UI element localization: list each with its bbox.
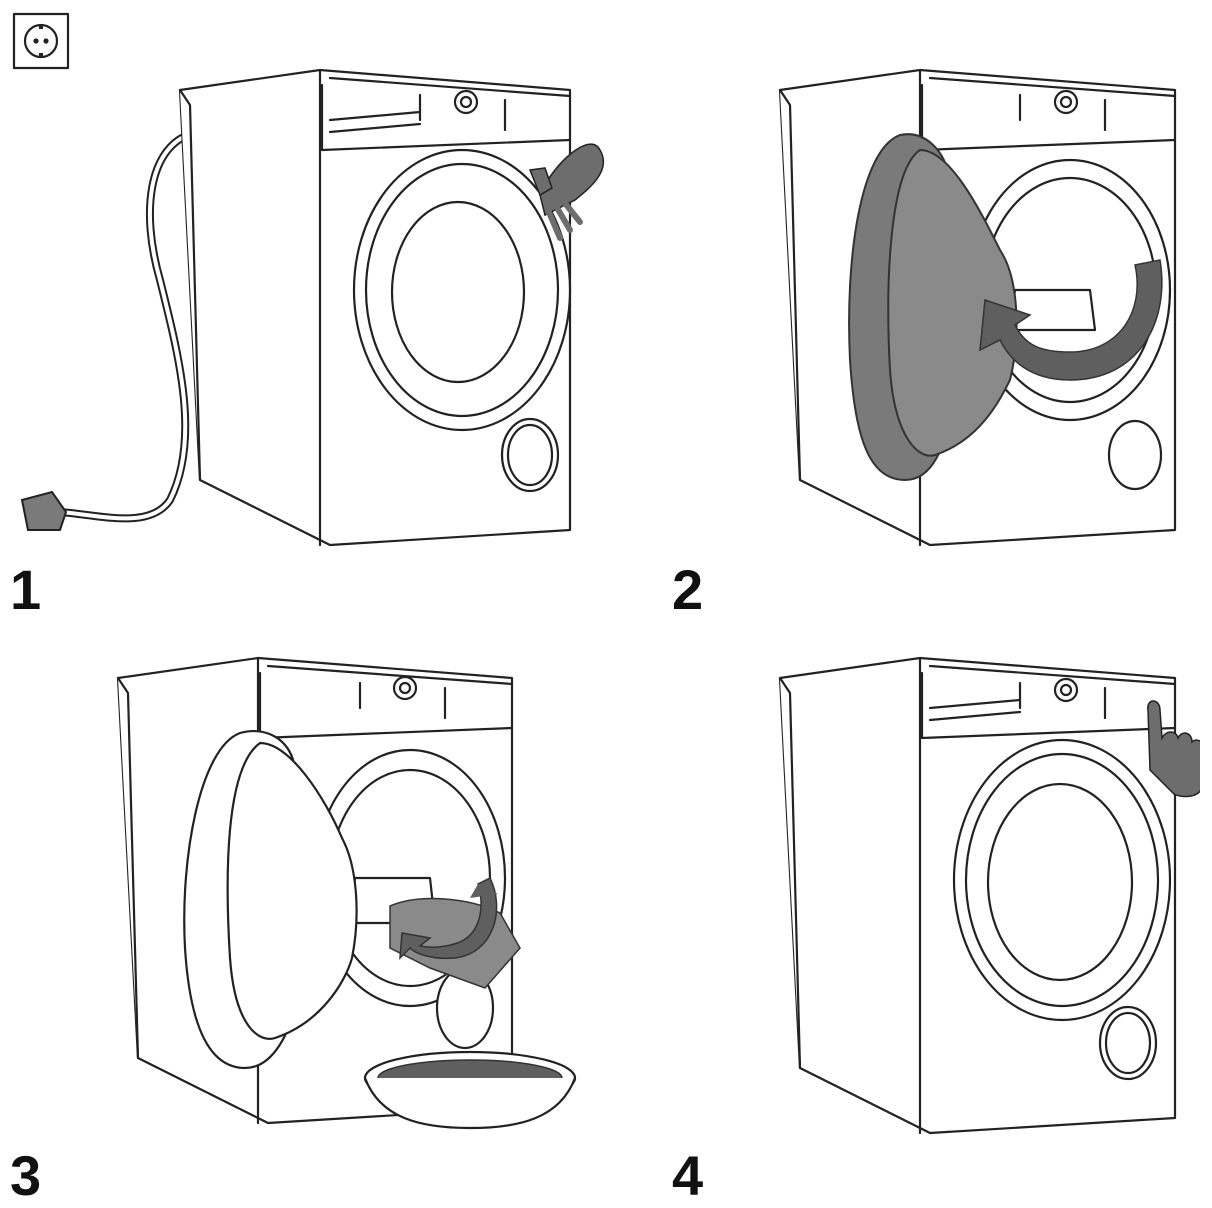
step-2-illustration xyxy=(778,68,1177,547)
power-plug-icon xyxy=(20,490,68,531)
finger-press-icon xyxy=(1147,700,1200,798)
step-4-panel xyxy=(600,648,1200,1208)
step-2-number: 2 xyxy=(672,558,704,621)
step-2-panel xyxy=(600,60,1177,620)
step-1-number: 1 xyxy=(10,558,42,621)
drip-tray-bowl xyxy=(363,1050,577,1130)
power-socket-icon xyxy=(12,12,70,70)
step-3-number: 3 xyxy=(10,1144,42,1207)
step-4-illustration xyxy=(778,656,1200,1135)
curved-arrow-icon xyxy=(979,259,1163,381)
step-1-illustration xyxy=(20,68,605,547)
step-3-panel xyxy=(0,648,577,1208)
step-1-panel xyxy=(0,60,605,620)
curved-arrow-icon xyxy=(399,876,498,960)
step-4-number: 4 xyxy=(672,1144,704,1207)
hand-press-icon xyxy=(528,143,605,241)
step-3-illustration xyxy=(116,656,577,1130)
